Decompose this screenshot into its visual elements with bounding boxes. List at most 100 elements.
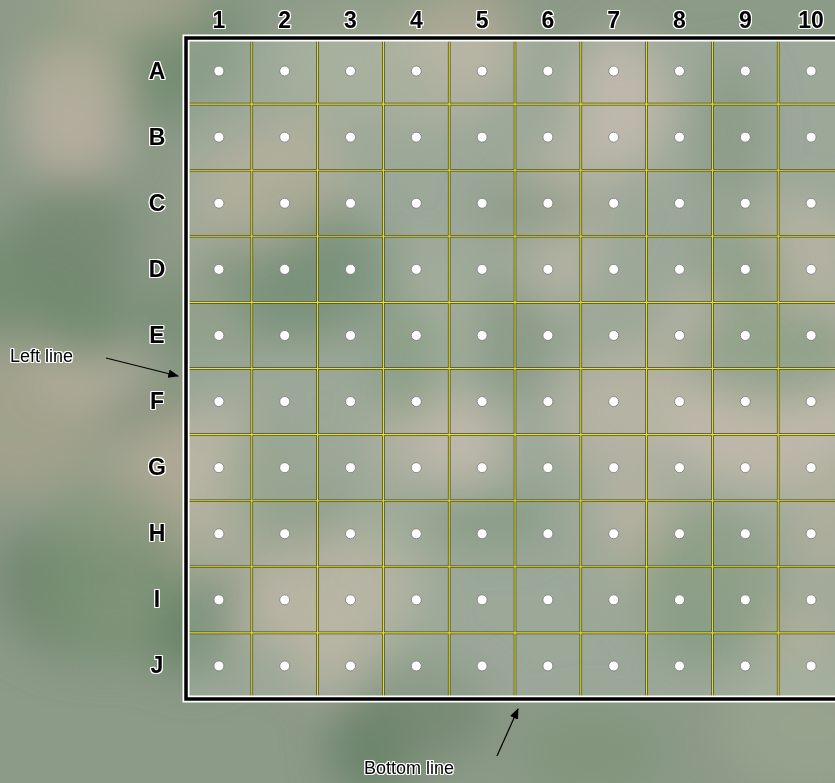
grid-line-shadow xyxy=(186,301,835,304)
sample-dot xyxy=(477,463,487,473)
sample-dot xyxy=(346,529,356,539)
sample-dot xyxy=(411,264,421,274)
sample-dot xyxy=(477,264,487,274)
sample-dot xyxy=(411,529,421,539)
sample-dot xyxy=(740,264,750,274)
texture-patch xyxy=(41,484,183,650)
sample-dot xyxy=(806,66,816,76)
sample-dot xyxy=(740,463,750,473)
sample-dot xyxy=(214,463,224,473)
sample-dot xyxy=(609,132,619,142)
sample-dot xyxy=(675,661,685,671)
grid-line xyxy=(186,104,835,105)
sample-dot xyxy=(214,595,224,605)
sample-dot xyxy=(543,463,553,473)
row-letter: J xyxy=(151,654,164,677)
grid-area xyxy=(186,38,835,699)
sample-dot xyxy=(477,595,487,605)
row-letter: A xyxy=(149,60,166,83)
sample-dot xyxy=(806,661,816,671)
sample-dot xyxy=(806,198,816,208)
grid-line-shadow xyxy=(186,499,835,502)
sample-dot xyxy=(214,198,224,208)
sample-dot xyxy=(477,132,487,142)
column-number: 3 xyxy=(344,9,357,32)
sample-dot xyxy=(740,595,750,605)
grid-line xyxy=(186,500,835,501)
grid-line xyxy=(186,302,835,303)
column-number: 7 xyxy=(607,9,620,32)
sample-dot xyxy=(740,529,750,539)
sample-dot xyxy=(411,463,421,473)
texture-patch xyxy=(16,30,129,191)
sample-dot xyxy=(740,661,750,671)
sample-dot xyxy=(543,595,553,605)
callout-label: Bottom line xyxy=(364,759,454,777)
row-letter: F xyxy=(150,390,164,413)
sample-dot xyxy=(806,330,816,340)
sample-dot xyxy=(543,529,553,539)
sample-dot xyxy=(806,132,816,142)
sample-dot xyxy=(675,330,685,340)
column-number: 4 xyxy=(410,9,423,32)
grid-line-shadow xyxy=(186,565,835,568)
sample-dot xyxy=(740,330,750,340)
sample-dot xyxy=(346,132,356,142)
texture-patch xyxy=(13,174,134,304)
column-number: 6 xyxy=(542,9,555,32)
grid-line-shadow xyxy=(186,235,835,238)
sample-dot xyxy=(609,330,619,340)
sample-dot xyxy=(609,463,619,473)
row-letter: G xyxy=(148,456,166,479)
sample-dot xyxy=(543,132,553,142)
grid-line xyxy=(646,38,647,699)
sample-dot xyxy=(411,198,421,208)
sample-dot xyxy=(675,595,685,605)
sample-dot xyxy=(675,132,685,142)
grid-line xyxy=(186,170,835,171)
sample-dot xyxy=(675,397,685,407)
sample-dot xyxy=(806,529,816,539)
sample-dot xyxy=(675,66,685,76)
grid-line-shadow xyxy=(186,433,835,436)
sample-dot xyxy=(346,661,356,671)
sample-dot xyxy=(806,264,816,274)
grid-line-shadow xyxy=(186,632,835,635)
callout-label: Left line xyxy=(10,347,73,365)
sample-dot xyxy=(477,529,487,539)
sample-dot xyxy=(740,132,750,142)
sample-dot xyxy=(346,264,356,274)
sample-dot xyxy=(411,661,421,671)
sample-dot xyxy=(740,198,750,208)
sample-dot xyxy=(543,330,553,340)
sample-dot xyxy=(411,330,421,340)
grid-line xyxy=(186,368,835,369)
sample-dot xyxy=(806,397,816,407)
sample-dot xyxy=(543,397,553,407)
grid-line-shadow xyxy=(186,103,835,106)
column-number: 10 xyxy=(798,9,824,32)
sample-dot xyxy=(346,330,356,340)
sample-dot xyxy=(214,397,224,407)
sample-dot xyxy=(543,264,553,274)
sample-dot xyxy=(740,397,750,407)
sample-dot xyxy=(346,66,356,76)
grid-border xyxy=(186,38,835,699)
column-number: 9 xyxy=(739,9,752,32)
grid-lines xyxy=(186,38,835,699)
sample-dot xyxy=(806,463,816,473)
sample-dot xyxy=(214,66,224,76)
sample-dot xyxy=(280,132,290,142)
row-letter: D xyxy=(149,258,166,281)
sample-dot xyxy=(346,198,356,208)
grid-line xyxy=(580,38,581,699)
sample-dot xyxy=(477,66,487,76)
grid-line xyxy=(778,38,779,699)
sample-dot xyxy=(609,66,619,76)
grid-line xyxy=(186,566,835,567)
grid-line xyxy=(186,434,835,435)
sample-dot xyxy=(477,661,487,671)
column-number: 8 xyxy=(673,9,686,32)
